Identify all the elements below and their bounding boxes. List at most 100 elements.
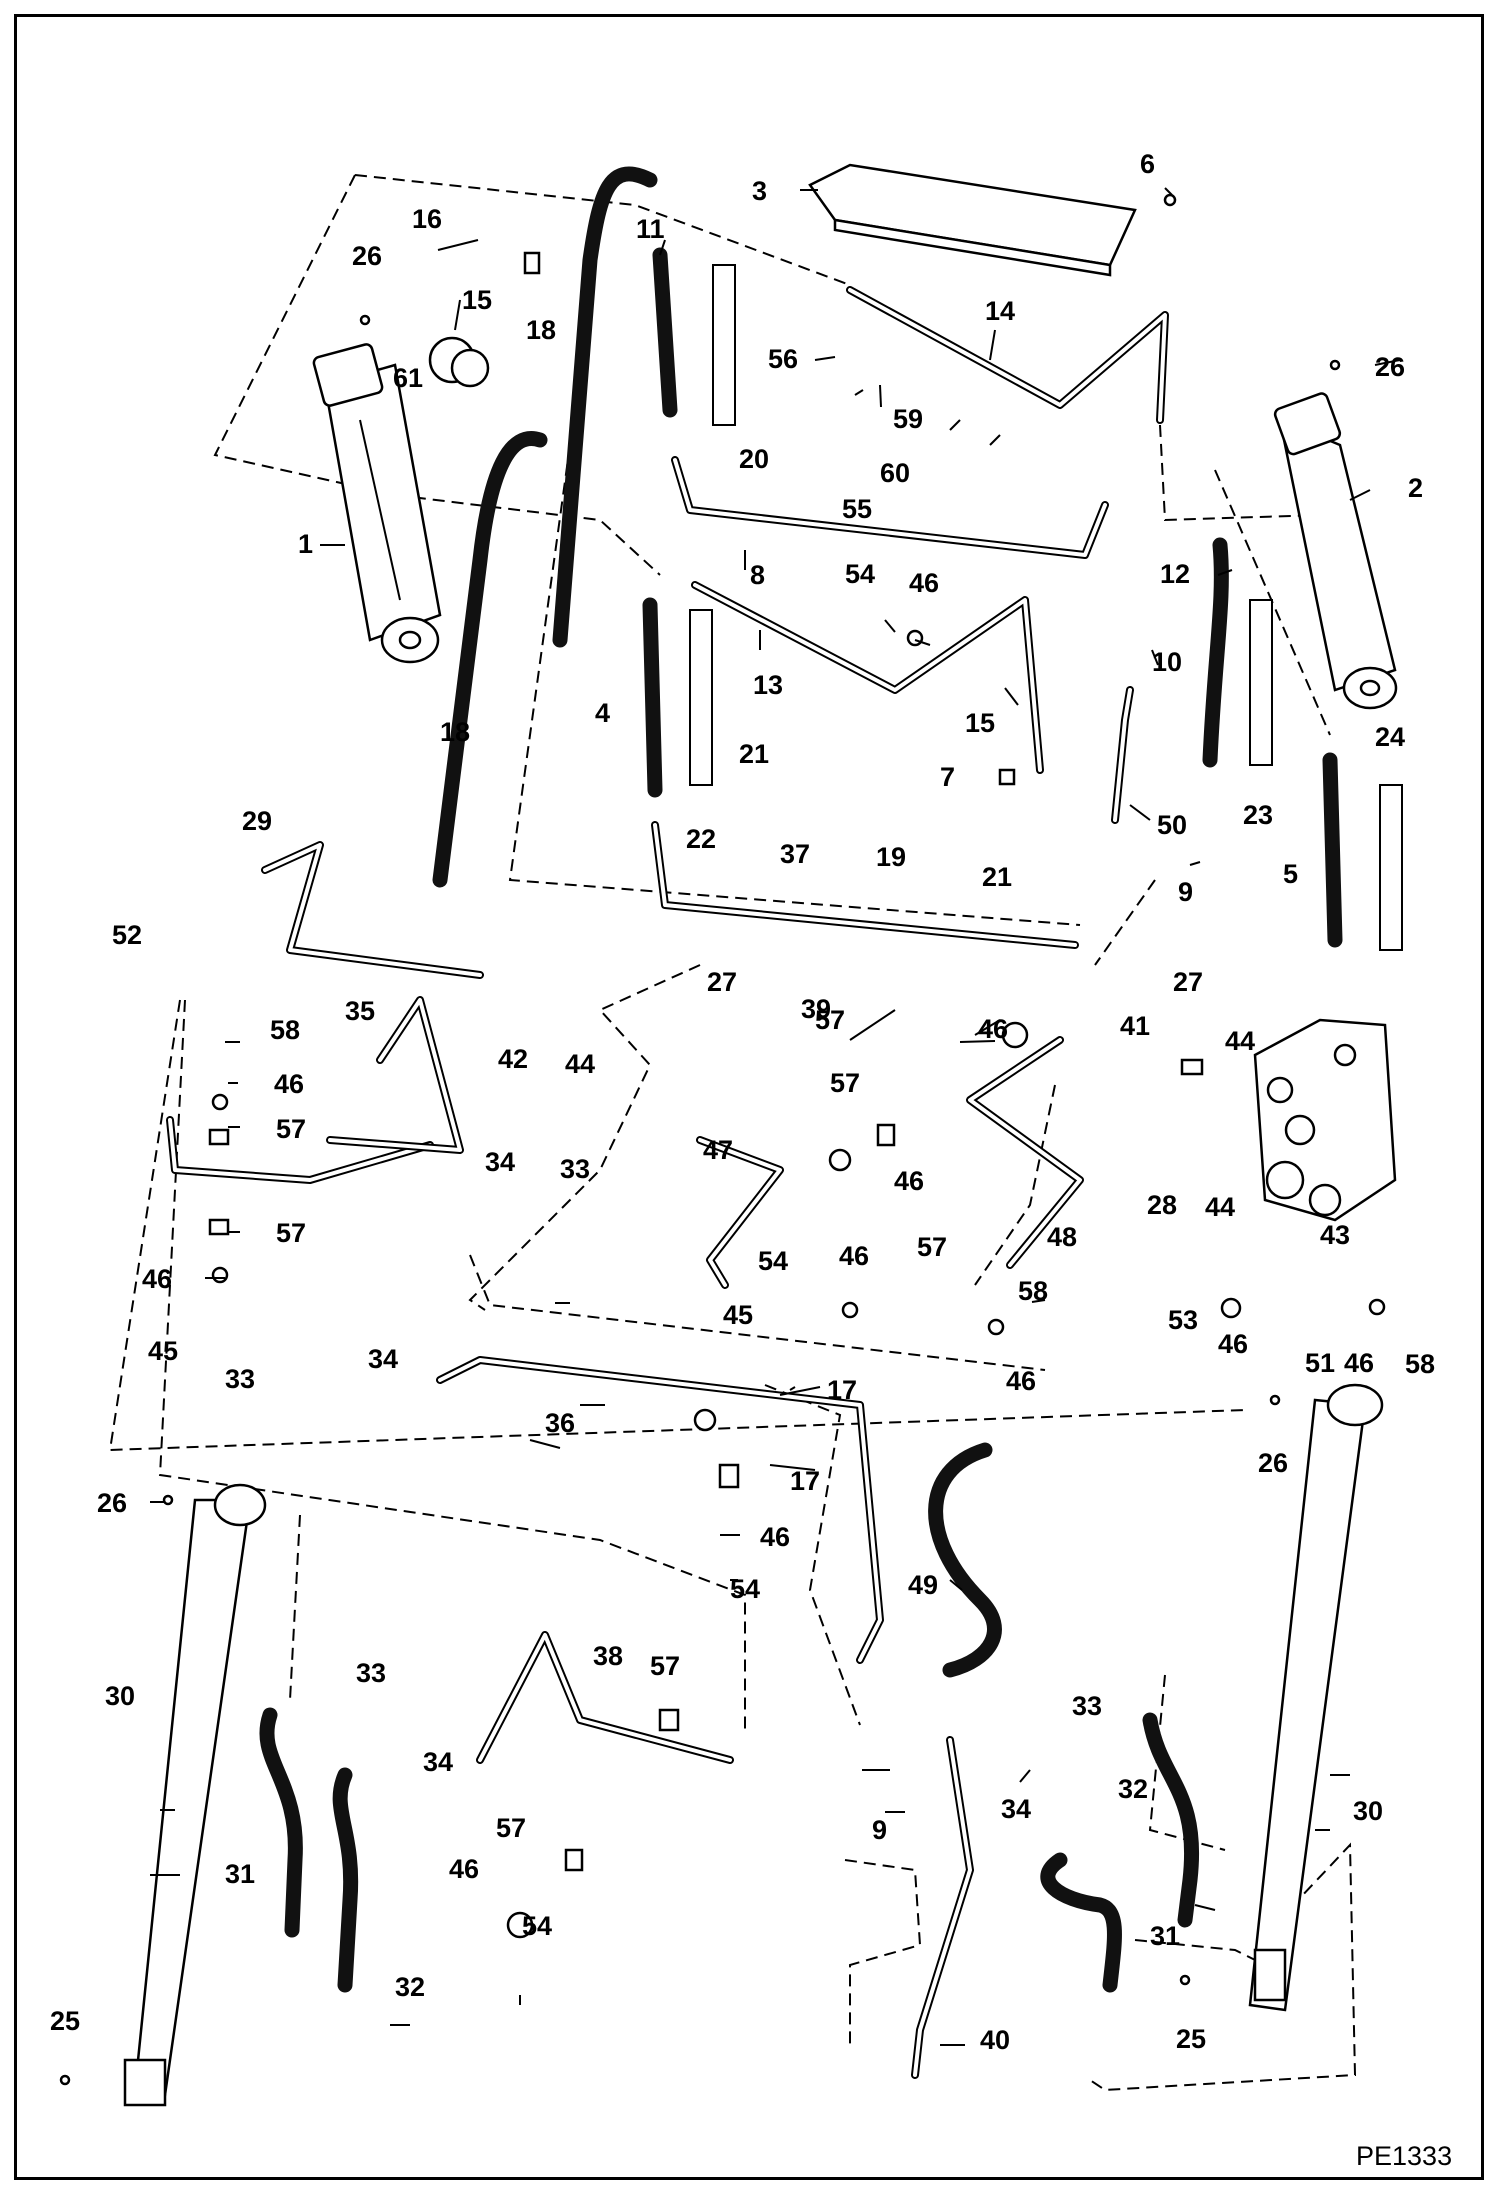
callout-45: 45	[148, 1336, 178, 1366]
callout-31: 31	[225, 1859, 255, 1889]
callout-46k: 46	[449, 1854, 479, 1884]
callout-19: 19	[876, 842, 906, 872]
callout-45b: 45	[723, 1300, 753, 1330]
callout-9: 9	[1178, 877, 1193, 907]
callout-39: 39	[801, 994, 831, 1024]
callout-46c: 46	[274, 1069, 304, 1099]
callout-33c: 33	[356, 1658, 386, 1688]
callout-46b: 46	[978, 1014, 1008, 1044]
callout-26: 26	[352, 241, 382, 271]
callout-35: 35	[345, 996, 375, 1026]
tilt-cylinder-left	[123, 1483, 267, 2107]
hose-sleeves	[689, 264, 1403, 951]
callout-36: 36	[545, 1408, 575, 1438]
callout-59: 59	[893, 404, 923, 434]
loop-clamp	[450, 348, 490, 388]
callout-34: 34	[485, 1147, 515, 1177]
callout-27: 27	[707, 967, 737, 997]
callout-23: 23	[1243, 800, 1273, 830]
callout-25b: 25	[1176, 2024, 1206, 2054]
callout-27b: 27	[1173, 967, 1203, 997]
callout-32: 32	[395, 1972, 425, 2002]
callout-44c: 44	[1205, 1192, 1235, 1222]
callout-57g: 57	[496, 1813, 526, 1843]
callout-3: 3	[752, 176, 767, 206]
callout-57b: 57	[830, 1068, 860, 1098]
callout-55: 55	[842, 494, 872, 524]
callout-60: 60	[880, 458, 910, 488]
callout-18b: 18	[440, 717, 470, 747]
callout-46d: 46	[894, 1166, 924, 1196]
callout-56: 56	[768, 344, 798, 374]
callout-53: 53	[1168, 1305, 1198, 1335]
callout-21: 21	[739, 739, 769, 769]
callout-46j: 46	[760, 1522, 790, 1552]
leader-lines	[150, 187, 1401, 2046]
callout-61: 61	[393, 363, 423, 393]
tilt-cylinder-right	[1248, 1383, 1384, 2012]
callout-43: 43	[1320, 1220, 1350, 1250]
callout-9b: 9	[872, 1815, 887, 1845]
callout-7: 7	[940, 762, 955, 792]
callout-18: 18	[526, 315, 556, 345]
callout-54b: 54	[758, 1246, 788, 1276]
callout-34d: 34	[1001, 1794, 1031, 1824]
callout-28: 28	[1147, 1190, 1177, 1220]
lift-cylinder-left	[312, 343, 442, 664]
callout-15b: 15	[965, 708, 995, 738]
tubes	[166, 286, 1169, 2079]
callout-34b: 34	[368, 1344, 398, 1374]
callout-31b: 31	[1150, 1921, 1180, 1951]
callout-46e: 46	[142, 1264, 172, 1294]
callout-37: 37	[780, 839, 810, 869]
callout-22: 22	[686, 824, 716, 854]
callout-33: 33	[560, 1154, 590, 1184]
callout-14: 14	[985, 296, 1015, 326]
callout-6: 6	[1140, 149, 1155, 179]
callout-46i: 46	[1344, 1348, 1374, 1378]
callout-21b: 21	[982, 862, 1012, 892]
callout-12: 12	[1160, 559, 1190, 589]
callout-32b: 32	[1118, 1774, 1148, 1804]
callout-51: 51	[1305, 1348, 1335, 1378]
callout-47: 47	[703, 1135, 733, 1165]
callout-44b: 44	[1225, 1026, 1255, 1056]
callout-54c: 54	[730, 1574, 760, 1604]
callout-57f: 57	[650, 1651, 680, 1681]
callout-2: 2	[1408, 473, 1423, 503]
callout-44: 44	[565, 1049, 595, 1079]
figure-id: PE1333	[1356, 2141, 1452, 2171]
callout-30: 30	[105, 1681, 135, 1711]
callout-30b: 30	[1353, 1796, 1383, 1826]
callout-33b: 33	[225, 1364, 255, 1394]
callout-46g: 46	[1006, 1366, 1036, 1396]
callout-24: 24	[1375, 722, 1405, 752]
callout-46h: 46	[1218, 1329, 1248, 1359]
callout-17: 17	[827, 1375, 857, 1405]
callout-34c: 34	[423, 1747, 453, 1777]
callout-10: 10	[1152, 647, 1182, 677]
callout-58: 58	[270, 1015, 300, 1045]
callout-57d: 57	[276, 1218, 306, 1248]
hardware	[59, 193, 1386, 2086]
callout-8: 8	[750, 560, 765, 590]
callout-33d: 33	[1072, 1691, 1102, 1721]
connection-lines	[108, 174, 1357, 2092]
diagram-frame	[14, 14, 1484, 2180]
callout-16: 16	[412, 204, 442, 234]
callout-5: 5	[1283, 859, 1298, 889]
callout-40: 40	[980, 2025, 1010, 2055]
callout-29: 29	[242, 806, 272, 836]
callout-1: 1	[298, 529, 313, 559]
callout-26c: 26	[97, 1488, 127, 1518]
callout-54: 54	[845, 559, 875, 589]
callout-54d: 54	[522, 1911, 552, 1941]
control-valve	[1253, 1018, 1397, 1222]
callout-50: 50	[1157, 810, 1187, 840]
callout-25: 25	[50, 2006, 80, 2036]
callout-52: 52	[112, 920, 142, 950]
callout-58b: 58	[1018, 1276, 1048, 1306]
callout-57e: 57	[917, 1232, 947, 1262]
callout-26d: 26	[1258, 1448, 1288, 1478]
